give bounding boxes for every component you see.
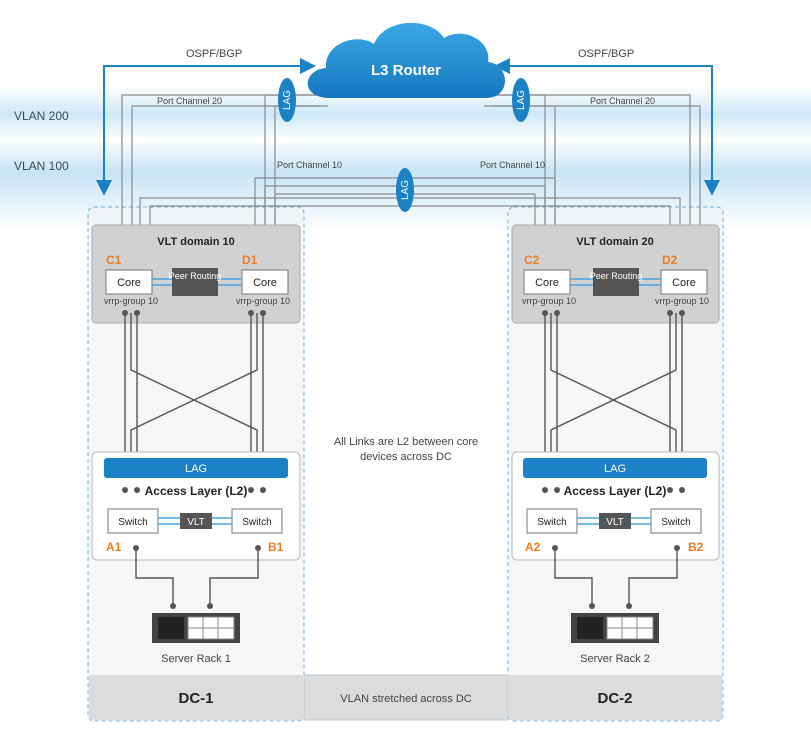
dc1-core-right xyxy=(241,269,289,295)
dc2-access-lag-bar xyxy=(523,458,707,478)
dc2-peer-routing-label: Peer Routing xyxy=(590,271,643,281)
center-note-line1: All Links are L2 between core xyxy=(334,436,478,448)
lag-ellipse-center: LAG xyxy=(396,168,414,212)
stretched-label: VLAN stretched across DC xyxy=(340,693,471,705)
dc2-server-links xyxy=(554,548,678,606)
stretched-footer xyxy=(303,674,509,721)
dc2-vrrp-right: vrrp-group 10 xyxy=(655,296,709,306)
dc1-b-label: B1 xyxy=(268,540,284,554)
dc1-c-label: C1 xyxy=(106,253,122,267)
rack2-label: Server Rack 2 xyxy=(580,653,650,665)
server-rack-1 xyxy=(152,613,240,643)
vlan200-label: VLAN 200 xyxy=(14,109,69,123)
dc2-access-label: Access Layer (L2) xyxy=(564,484,667,498)
router-label: L3 Router xyxy=(371,62,441,79)
dc2-footer xyxy=(509,675,722,720)
rack1-label: Server Rack 1 xyxy=(161,653,231,665)
dc2-switch-right xyxy=(650,508,702,534)
pc10-left-label: Port Channel 10 xyxy=(277,160,342,170)
dc1-vrrp-right: vrrp-group 10 xyxy=(236,296,290,306)
dc2-core-left xyxy=(523,269,571,295)
dc2-vlt-label: VLT xyxy=(606,517,624,528)
dc1-a-label: A1 xyxy=(106,540,122,554)
dc2-switch-left xyxy=(526,508,578,534)
dc2-vrrp-left: vrrp-group 10 xyxy=(522,296,576,306)
lag-ellipse-right: LAG xyxy=(512,78,530,122)
vlan100-label: VLAN 100 xyxy=(14,159,69,173)
lag-ellipse-left: LAG xyxy=(278,78,296,122)
l3-router-cloud xyxy=(307,22,505,98)
dc2-name: DC-2 xyxy=(597,690,632,707)
dc1-switch-left xyxy=(107,508,159,534)
lag-center-label: LAG xyxy=(400,180,411,200)
server-rack-2 xyxy=(571,613,659,643)
dc2-switch-left-label: Switch xyxy=(537,517,566,528)
dc1-vlt-domain-label: VLT domain 10 xyxy=(157,236,234,248)
dc1-ports xyxy=(122,310,266,316)
pc20-left-label: Port Channel 20 xyxy=(157,96,222,106)
center-note-line2: devices across DC xyxy=(360,451,452,463)
dc2-core-left-label: Core xyxy=(535,277,559,289)
dc1-access-lag-label: LAG xyxy=(185,463,207,475)
dc2-core-right xyxy=(660,269,708,295)
pc10-right-label: Port Channel 10 xyxy=(480,160,545,170)
dc2-switch-right-label: Switch xyxy=(661,517,690,528)
dc1-core-right-label: Core xyxy=(253,277,277,289)
ospf-right-label: OSPF/BGP xyxy=(578,48,634,60)
dc1-switch-right xyxy=(231,508,283,534)
dc2-vlt-link xyxy=(599,513,631,529)
dc1-access-label: Access Layer (L2) xyxy=(145,484,248,498)
ospf-left-label: OSPF/BGP xyxy=(186,48,242,60)
dc1-server-links xyxy=(135,548,259,606)
dc1-core-left-label: Core xyxy=(117,277,141,289)
dc1-footer xyxy=(89,675,303,720)
dc1-vlt-link xyxy=(180,513,212,529)
dc2-access-lag-label: LAG xyxy=(604,463,626,475)
dc2-b-label: B2 xyxy=(688,540,704,554)
lag-left-label: LAG xyxy=(282,90,293,110)
dc2-c-label: C2 xyxy=(524,253,540,267)
dc1-d-label: D1 xyxy=(242,253,258,267)
dc2-d-label: D2 xyxy=(662,253,678,267)
dc1-core-left xyxy=(105,269,153,295)
dc1-switch-right-label: Switch xyxy=(242,517,271,528)
dc1-name: DC-1 xyxy=(178,690,213,707)
dc2-a-label: A2 xyxy=(525,540,541,554)
dc1-access-lag-bar xyxy=(104,458,288,478)
dc1-vlt-label: VLT xyxy=(187,517,205,528)
dc2-core-right-label: Core xyxy=(672,277,696,289)
lag-right-label: LAG xyxy=(516,90,527,110)
dc1-vrrp-left: vrrp-group 10 xyxy=(104,296,158,306)
dc2-peer-routing xyxy=(593,268,639,296)
dc2-vlt-domain-label: VLT domain 20 xyxy=(576,236,653,248)
dc1-peer-routing-label: Peer Routing xyxy=(169,271,222,281)
dc1-peer-routing xyxy=(172,268,218,296)
pc20-right-label: Port Channel 20 xyxy=(590,96,655,106)
dc1-switch-left-label: Switch xyxy=(118,517,147,528)
